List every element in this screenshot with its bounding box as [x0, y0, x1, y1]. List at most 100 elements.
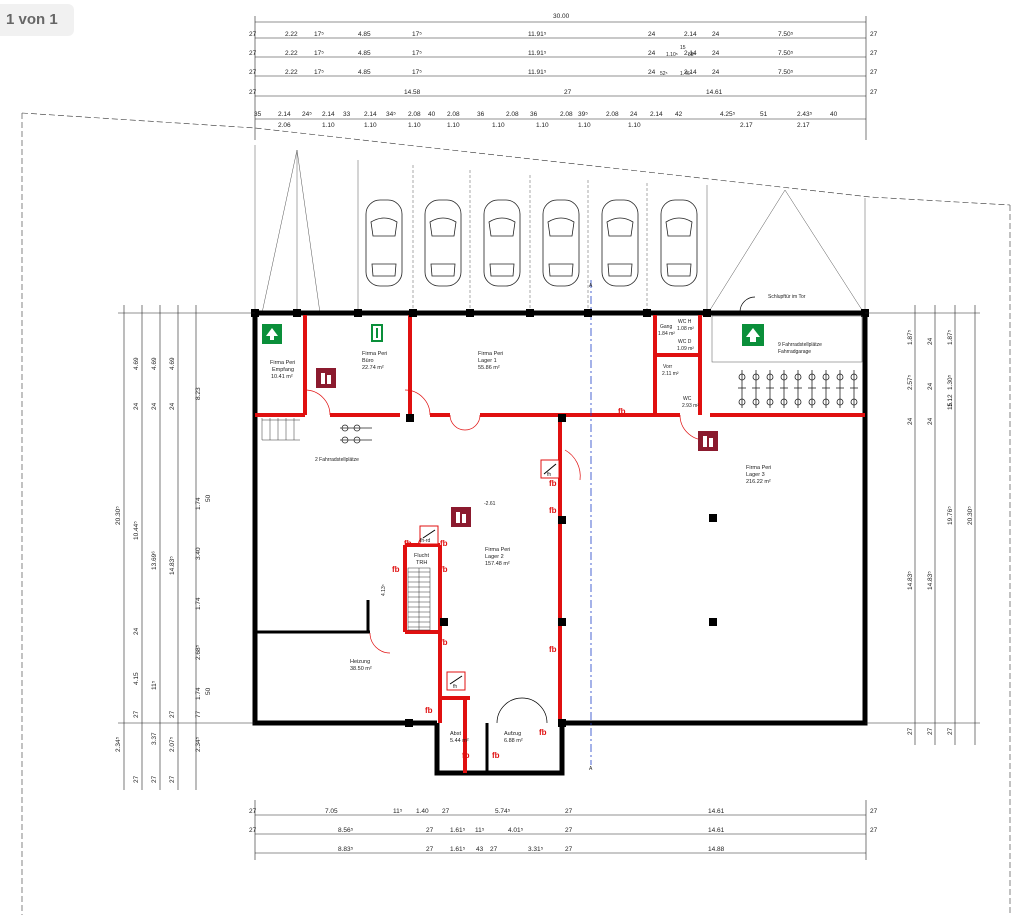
- parking-car: [542, 199, 580, 287]
- dim-top-row3: 7.50⁵: [778, 69, 794, 76]
- dim-bottom-row2: 27: [870, 827, 878, 834]
- parking-area: [254, 145, 866, 314]
- dim-top-row5b: 1.10: [536, 122, 549, 129]
- dim-right: 1.87⁵: [947, 329, 954, 345]
- dim-top-row2: 17⁵: [314, 50, 324, 57]
- dim-top-row5a: 2.14: [650, 111, 663, 118]
- dim-left: 2.07⁵: [169, 736, 176, 752]
- column: [558, 414, 566, 422]
- dim-bottom-row1: 5.74⁵: [495, 808, 511, 815]
- dim-top-row5a: 33: [343, 111, 351, 118]
- dim-left: 2.68⁵: [195, 644, 202, 660]
- fire-label-fb: fb: [440, 638, 448, 647]
- column: [293, 309, 301, 317]
- dim-right: 24: [927, 337, 934, 345]
- fire-label-fb: fb: [440, 539, 448, 548]
- dim-top-row4: 27: [564, 89, 572, 96]
- dim-left: 14.83⁵: [169, 556, 176, 575]
- svg-text:Flucht: Flucht: [414, 553, 429, 559]
- svg-text:216.22 m²: 216.22 m²: [746, 479, 771, 485]
- dim-top-row2: 7.50⁵: [778, 50, 794, 57]
- column: [440, 618, 448, 626]
- dim-bottom-row1: 11⁵: [393, 808, 403, 815]
- dim-top-row5b: 1.10: [364, 122, 377, 129]
- dim-left: 13.69⁶: [151, 551, 158, 570]
- dim-top-row5a: 36: [530, 111, 538, 118]
- dim-top-row1: 27: [870, 31, 878, 38]
- dim-bottom-row1: 27: [565, 808, 573, 815]
- parking-car: [483, 199, 521, 287]
- dim-left: 50: [205, 494, 212, 502]
- dim-right: 2.57⁵: [907, 374, 914, 390]
- dim-left: 3.37: [151, 732, 158, 745]
- dim-top-row2: 24: [712, 50, 720, 57]
- label-schlupftuer: Schlupftür im Tor: [768, 294, 806, 300]
- dim-right: 24: [927, 417, 934, 425]
- dim-top-row4: 27: [870, 89, 878, 96]
- dim-top-extra: 52⁵: [660, 71, 668, 77]
- dim-top-row1: 4.85: [358, 31, 371, 38]
- dim-bottom-row2: 14.61: [708, 827, 725, 834]
- dim-top-row2: 2.22: [285, 50, 298, 57]
- dim-top-extra: 1.10⁵: [666, 52, 678, 58]
- svg-text:WC: WC: [683, 396, 692, 402]
- dim-top-row5b: 1.10: [408, 122, 421, 129]
- column: [354, 309, 362, 317]
- bike-racks-small: [340, 424, 372, 444]
- svg-text:Lager 1: Lager 1: [478, 358, 497, 364]
- svg-text:38.50 m²: 38.50 m²: [350, 666, 372, 672]
- svg-text:10.41 m²: 10.41 m²: [271, 374, 293, 380]
- column: [405, 719, 413, 727]
- dim-right: 27: [947, 727, 954, 735]
- exit-sign-empfang: [262, 324, 282, 344]
- room-heizung: Heizung 38.50 m²: [350, 659, 372, 672]
- bike-racks: [738, 370, 858, 408]
- room-buero: Firma Peri Büro 22.74 m²: [362, 351, 387, 371]
- dim-right: 14.83⁵: [927, 571, 934, 590]
- dim-left: 50: [205, 687, 212, 695]
- dim-top-row2: 27: [870, 50, 878, 57]
- column: [526, 309, 534, 317]
- dim-top-row5a: 2.08: [606, 111, 619, 118]
- dim-top-row5b: 1.10: [492, 122, 505, 129]
- dim-top-row4: 27: [249, 89, 257, 96]
- dim-bottom-row1: 27: [249, 808, 257, 815]
- dim-bottom-row2: 11⁵: [475, 827, 485, 834]
- dim-top-row3: 17⁵: [412, 69, 422, 76]
- dim-top-row3: 4.85: [358, 69, 371, 76]
- dim-left: 11⁵: [151, 680, 158, 690]
- dim-bottom-row3: 8.83⁵: [338, 846, 354, 853]
- dim-top-row1: 27: [249, 31, 257, 38]
- dim-top-row5b: 2.06: [278, 122, 291, 129]
- exit-sign-buero: [371, 324, 383, 342]
- stairs-flucht: [407, 567, 431, 631]
- dim-bottom-row2: 1.61⁵: [450, 827, 466, 834]
- column: [709, 514, 717, 522]
- room-wc: WC 2.93 m²: [682, 396, 699, 409]
- dim-top-row5a: 24⁵: [302, 111, 312, 118]
- dim-top-row3: 24: [712, 69, 720, 76]
- dim-top-row1: 2.22: [285, 31, 298, 38]
- dim-left: 24: [151, 402, 158, 410]
- fh-sign-bottom: fh: [446, 671, 466, 691]
- svg-text:Firma Peri: Firma Peri: [485, 547, 510, 553]
- svg-text:Firma Peri: Firma Peri: [478, 351, 503, 357]
- dim-right: 15: [947, 402, 954, 410]
- dim-top-row5a: 2.08: [560, 111, 573, 118]
- dim-right: 1.30⁵: [947, 374, 954, 390]
- svg-text:2.93 m²: 2.93 m²: [682, 403, 699, 409]
- svg-text:Empfang: Empfang: [272, 367, 294, 373]
- exit-sign-garage: [742, 324, 764, 346]
- room-abst: Abst 5.44 m²: [450, 731, 469, 744]
- svg-text:Büro: Büro: [362, 358, 374, 364]
- label-level: -2.61: [484, 501, 496, 507]
- dim-top-row1: 24: [712, 31, 720, 38]
- dim-top-row1: 17⁵: [412, 31, 422, 38]
- dim-right: 1.87⁵: [907, 329, 914, 345]
- svg-text:55.86 m²: 55.86 m²: [478, 365, 500, 371]
- dim-top-row5b: 1.10: [322, 122, 335, 129]
- svg-text:Firma Peri: Firma Peri: [270, 360, 295, 366]
- dims-bottom: [254, 800, 867, 860]
- column: [409, 309, 417, 317]
- svg-text:Firma Peri: Firma Peri: [362, 351, 387, 357]
